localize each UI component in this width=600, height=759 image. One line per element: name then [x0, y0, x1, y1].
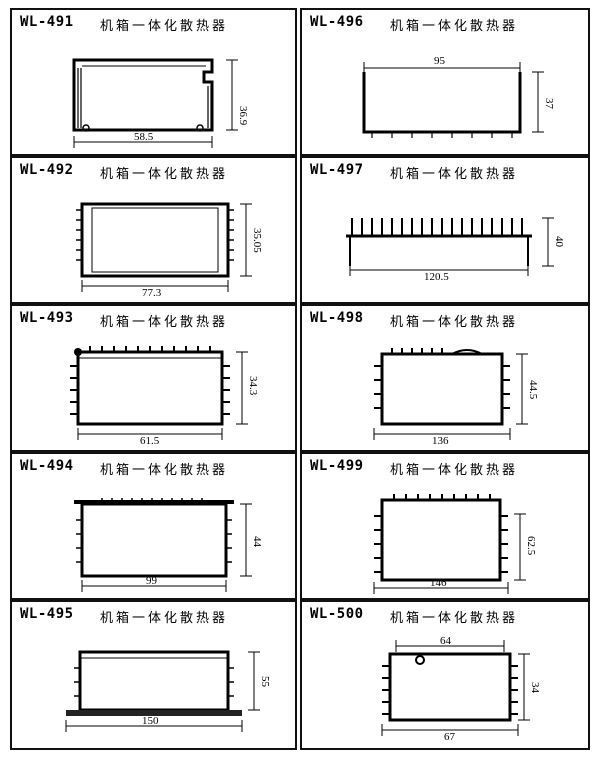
product-code: WL-495: [20, 606, 74, 622]
product-name: 机箱一体化散热器: [390, 611, 519, 626]
profile-drawing: 36.9 58.5: [72, 58, 249, 148]
product-name: 机箱一体化散热器: [100, 463, 229, 478]
width-dimension: 146: [430, 577, 447, 589]
profile-drawing: 64 34 67: [381, 635, 541, 743]
panel-wl-496: WL-496 机箱一体化散热器 95 37: [300, 8, 590, 156]
panel-wl-498: WL-498 机箱一体化散热器 44.5 136: [300, 304, 590, 452]
profile-drawing: 120.5 40: [346, 217, 565, 283]
height-dimension: 35.05: [251, 228, 263, 253]
height-dimension: 37: [543, 98, 555, 110]
height-dimension: 40: [553, 236, 565, 248]
panel-wl-499: WL-499 机箱一体化散热器 62.5 146: [300, 452, 590, 600]
width-dimension: 95: [434, 55, 446, 67]
product-name: 机箱一体化散热器: [100, 167, 229, 182]
profile-drawing: 95 37: [362, 55, 555, 138]
height-dimension: 44: [251, 536, 263, 548]
product-code: WL-492: [20, 162, 74, 178]
width-dimension: 99: [146, 575, 158, 587]
product-code: WL-499: [310, 458, 364, 474]
panel-wl-493: WL-493 机箱一体化散热器 34.3 61.5: [10, 304, 297, 452]
height-dimension: 62.5: [525, 536, 537, 556]
product-code: WL-496: [310, 14, 364, 30]
width-dimension: 120.5: [424, 271, 449, 283]
profile-drawing: 34.3 61.5: [70, 346, 259, 447]
product-code: WL-498: [310, 310, 364, 326]
product-code: WL-493: [20, 310, 74, 326]
panel-wl-500: WL-500 机箱一体化散热器 64 34 67: [300, 600, 590, 750]
width-dimension: 58.5: [134, 131, 154, 143]
height-dimension: 34: [529, 682, 541, 694]
product-name: 机箱一体化散热器: [390, 315, 519, 330]
product-code: WL-491: [20, 14, 74, 30]
width-dimension: 136: [432, 435, 449, 447]
profile-drawing: 44.5 136: [373, 348, 539, 447]
profile-drawing: 44 99: [74, 498, 263, 592]
product-name: 机箱一体化散热器: [390, 167, 519, 182]
height-dimension: 44.5: [527, 380, 539, 400]
profile-drawing: 62.5 146: [373, 494, 537, 594]
profile-drawing: 55 150: [65, 650, 271, 732]
height-dimension: 55: [259, 676, 271, 688]
height-dimension: 36.9: [237, 106, 249, 126]
width-dimension: 77.3: [142, 287, 162, 299]
product-name: 机箱一体化散热器: [390, 463, 519, 478]
panel-wl-492: WL-492 机箱一体化散热器 35.05 77.3: [10, 156, 297, 304]
product-code: WL-494: [20, 458, 74, 474]
profile-drawing: 35.05 77.3: [76, 202, 263, 299]
top-dimension: 64: [440, 635, 452, 647]
product-name: 机箱一体化散热器: [390, 19, 519, 34]
width-dimension: 67: [444, 731, 456, 743]
width-dimension: 150: [142, 715, 159, 727]
product-code: WL-500: [310, 606, 364, 622]
panel-wl-497: WL-497 机箱一体化散热器 120.5 40: [300, 156, 590, 304]
width-dimension: 61.5: [140, 435, 160, 447]
product-name: 机箱一体化散热器: [100, 19, 229, 34]
product-code: WL-497: [310, 162, 364, 178]
product-name: 机箱一体化散热器: [100, 611, 229, 626]
panel-wl-495: WL-495 机箱一体化散热器 55 150: [10, 600, 297, 750]
panel-wl-491: WL-491 机箱一体化散热器 36.9 58.5: [10, 8, 297, 156]
panel-wl-494: WL-494 机箱一体化散热器 44 99: [10, 452, 297, 600]
product-name: 机箱一体化散热器: [100, 315, 229, 330]
height-dimension: 34.3: [247, 376, 259, 396]
